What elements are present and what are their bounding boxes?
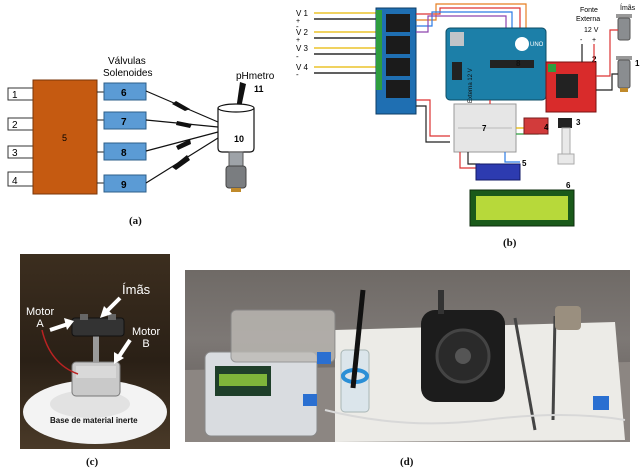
- base-label: Base de material inerte: [50, 416, 138, 425]
- magnet-right: [108, 314, 116, 320]
- stirrer-motor: [225, 151, 247, 192]
- minus-sign-1: -: [296, 22, 299, 31]
- breadboard-number: 7: [482, 124, 487, 133]
- external-source-voltage: 12 V: [584, 27, 599, 34]
- i2c-number: 5: [522, 159, 527, 168]
- arduino-number: 8: [516, 59, 521, 68]
- minus-sign-3: -: [296, 52, 299, 61]
- flow-arrows: [172, 101, 192, 170]
- external-source-line1: Fonte: [580, 7, 598, 14]
- beaker-label: 10: [234, 134, 244, 144]
- lcd-display: [469, 189, 575, 227]
- arrow-motor-a: [49, 322, 69, 332]
- panel-a-diagram: 1 2 3 4 5 Válvulas Solenoides 6 7 8 9: [7, 56, 275, 195]
- valve-6: 6: [103, 82, 147, 101]
- panel-d-photo: [185, 270, 630, 442]
- panel-b-wiring-diagram: V 1 + - V 2 + V 3 - V 4 -: [296, 3, 640, 227]
- valves-title-line2: Solenoides: [103, 68, 152, 79]
- controller-valve-wires: [97, 91, 104, 184]
- valves-title-line1: Válvulas: [108, 56, 146, 67]
- lcd-number: 6: [566, 181, 571, 190]
- external-source-wires: [581, 44, 595, 62]
- controller-block: [32, 79, 98, 195]
- input-label-2: 2: [12, 120, 18, 131]
- input-connectors: [7, 87, 33, 187]
- valve-label-7: 7: [121, 117, 127, 128]
- relay-arduino-wires: [416, 3, 527, 143]
- arrow-magnets: [104, 296, 122, 314]
- valve-label-9: 9: [121, 180, 127, 191]
- motor-wires: [596, 29, 618, 91]
- panel-c-photo: Motor A Ímãs Motor B Base de material in…: [20, 254, 170, 449]
- controller-label: 5: [62, 133, 67, 143]
- panel-c-drawing: [23, 296, 167, 444]
- input-label-1: 1: [12, 90, 18, 101]
- voltage-wires: [314, 12, 376, 74]
- arduino-label: UNO: [530, 42, 544, 48]
- i2c-adapter: [475, 163, 521, 181]
- voltage-label-v1: V 1: [296, 9, 309, 18]
- vertical-source-label: Fonte Externa 12 V: [468, 68, 474, 120]
- motor-a-rotor: [71, 317, 125, 337]
- breadboard: [453, 103, 517, 153]
- ph-module: [523, 117, 549, 135]
- panel-c-caption: (c): [86, 456, 99, 468]
- voltage-label-v2: V 2: [296, 28, 309, 37]
- motor-driver: [545, 61, 597, 113]
- motors-number: 1: [635, 59, 640, 68]
- minus-sign-4: -: [296, 70, 299, 79]
- magnets-photo-label: Ímãs: [122, 282, 151, 297]
- magnet-left: [80, 314, 88, 320]
- valve-8: 8: [103, 142, 147, 161]
- plus-sign-2: +: [296, 37, 300, 44]
- ph-probe-photo: [350, 289, 366, 389]
- tubing: [324, 409, 626, 425]
- valve-9: 9: [103, 174, 147, 193]
- external-source-line2: Externa: [576, 16, 600, 23]
- valve-photo-1: [317, 352, 331, 364]
- ph-probe: [557, 118, 575, 165]
- panel-b-caption: (b): [503, 237, 517, 249]
- input-label-4: 4: [12, 176, 18, 187]
- stirrer-motors: [616, 14, 632, 92]
- valve-label-6: 6: [121, 88, 127, 99]
- phmeter-number: 11: [254, 84, 264, 94]
- arduino-board: UNO: [445, 27, 547, 101]
- relay-board: [375, 7, 417, 115]
- valve-photo-2: [303, 394, 317, 406]
- ph-module-number: 4: [544, 123, 549, 132]
- right-motor: [555, 306, 581, 330]
- valve-photo-3: [593, 396, 609, 410]
- beaker: [217, 103, 255, 153]
- ph-probe-number: 3: [576, 118, 581, 127]
- voltage-label-v4: V 4: [296, 63, 309, 72]
- valve-7: 7: [103, 111, 147, 130]
- electronics-box: [230, 309, 336, 363]
- external-plus: +: [592, 37, 596, 44]
- magnets-label: Ímãs: [620, 3, 636, 12]
- external-minus: -: [580, 37, 583, 44]
- panel-d-drawing: [185, 289, 630, 442]
- panel-d-caption: (d): [400, 456, 414, 468]
- voltage-label-v3: V 3: [296, 44, 309, 53]
- arrow-motor-b: [116, 338, 132, 360]
- motor-a-label: Motor A: [26, 306, 55, 330]
- valve-label-8: 8: [121, 148, 127, 159]
- panel-a-caption: (a): [129, 215, 142, 227]
- input-label-3: 3: [12, 148, 18, 159]
- motor-b-label: Motor B: [132, 326, 161, 350]
- phmeter-label: pHmetro: [236, 71, 275, 82]
- plus-sign-1: +: [296, 18, 300, 25]
